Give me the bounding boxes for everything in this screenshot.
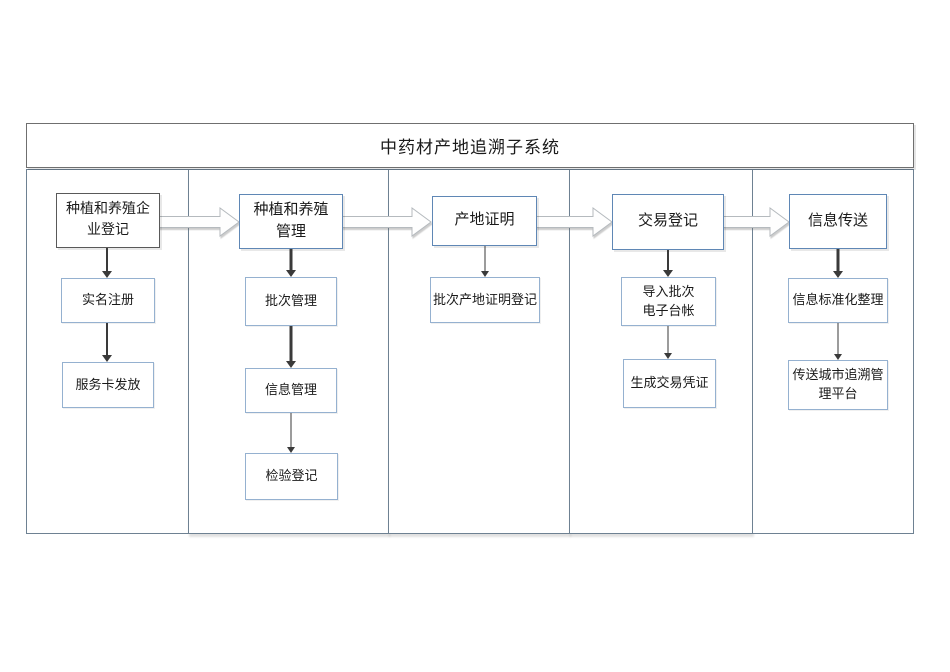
box-import-batch-electronic-ledger: 导入批次 电子台帐 <box>621 277 716 326</box>
box-transmit-city-traceability-platform: 传送城市追溯管 理平台 <box>788 360 888 410</box>
block-arrow-right-icon <box>723 207 790 237</box>
block-arrow-right-icon <box>342 207 432 237</box>
box-planting-breeding-management: 种植和养殖 管理 <box>239 194 343 249</box>
box-transaction-registration: 交易登记 <box>612 194 724 250</box>
box-information-transmission: 信息传送 <box>789 194 887 249</box>
box-batch-management: 批次管理 <box>245 277 337 326</box>
down-arrow-icon <box>285 249 297 277</box>
box-generate-transaction-voucher: 生成交易凭证 <box>623 359 716 408</box>
down-arrow-icon <box>832 249 844 278</box>
down-arrow-icon <box>832 323 844 360</box>
down-arrow-icon <box>285 326 297 368</box>
box-information-management: 信息管理 <box>245 368 337 413</box>
down-arrow-icon <box>662 250 674 277</box>
down-arrow-icon <box>285 413 297 453</box>
down-arrow-icon <box>101 248 113 278</box>
box-enterprise-registration: 种植和养殖企 业登记 <box>56 193 160 248</box>
box-service-card-issuance: 服务卡发放 <box>62 362 154 408</box>
box-batch-origin-certificate-registration: 批次产地证明登记 <box>430 277 540 323</box>
diagram-title: 中药材产地追溯子系统 <box>26 123 914 168</box>
block-arrow-right-icon <box>536 207 613 237</box>
block-arrow-right-icon <box>158 207 240 237</box>
box-information-standardization: 信息标准化整理 <box>788 278 888 323</box>
down-arrow-icon <box>101 323 113 362</box>
box-inspection-registration: 检验登记 <box>245 453 338 500</box>
down-arrow-icon <box>662 326 674 359</box>
down-arrow-icon <box>479 246 491 277</box>
box-real-name-registration: 实名注册 <box>61 278 155 323</box>
box-origin-certificate: 产地证明 <box>432 196 537 246</box>
